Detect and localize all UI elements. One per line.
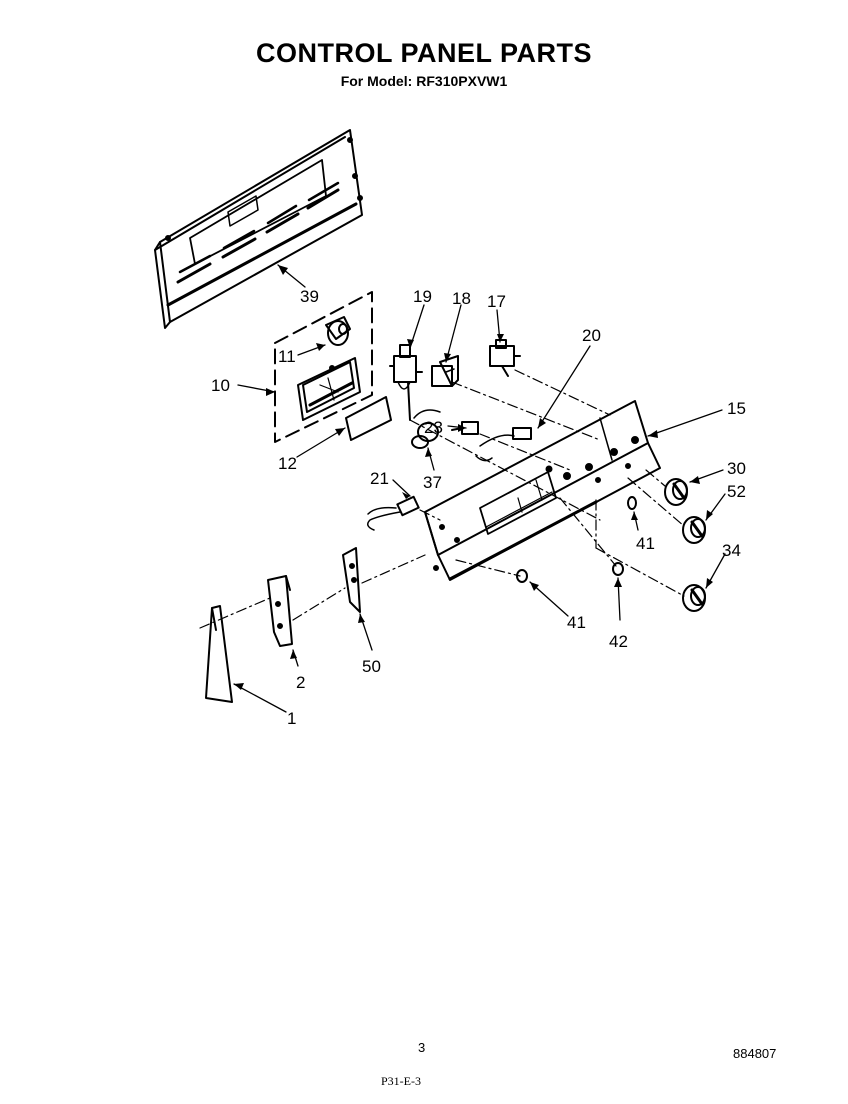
part-19-switch [389,344,423,421]
part-52-knob [682,516,706,544]
callout-23: 23 [424,418,443,437]
part-50-bracket [342,547,361,613]
part-42-bushing [612,562,624,576]
part-15-control-panel [424,400,661,581]
callout-19: 19 [413,287,432,306]
callout-30: 30 [727,459,746,478]
callout-42: 42 [609,632,628,651]
part-18-switch [431,355,459,387]
reference-code: P31-E-3 [381,1074,421,1088]
callout-20: 20 [582,326,601,345]
assembly-lines [199,369,685,629]
callout-18: 18 [452,289,471,308]
part-10-clock-assembly [274,291,392,443]
leader-arrowheads [234,265,713,690]
callout-21: 21 [370,469,389,488]
callout-17: 17 [487,292,506,311]
model-label: For Model: [340,73,413,89]
part-34-knob [682,584,706,612]
callout-labels: 39 11 10 12 19 18 17 20 15 23 37 21 30 5… [211,287,746,728]
callout-2: 2 [296,673,305,692]
callout-15: 15 [727,399,746,418]
model-subtitle: For Model:RF310PXVW1 [0,73,848,89]
callout-50: 50 [362,657,381,676]
callout-37: 37 [423,473,442,492]
document-number: 884807 [733,1046,777,1061]
part-37-connector [411,409,441,449]
part-41-bushing-upper [627,496,637,510]
page-title: CONTROL PANEL PARTS [255,38,593,68]
part-39-back-panel [154,129,363,329]
part-1-side-trim [205,605,233,703]
callout-39: 39 [300,287,319,306]
part-21-lamp-socket [367,495,420,531]
page-number: 3 [418,1040,426,1055]
callout-11: 11 [278,347,296,366]
callout-52: 52 [727,482,746,501]
model-number: RF310PXVW1 [416,73,508,89]
part-2-end-cap [267,575,293,647]
callout-10: 10 [211,376,230,395]
part-30-knob [664,478,688,506]
part-41-bushing-lower [516,569,528,583]
callout-41-lower: 41 [567,613,586,632]
part-11-clock-knob [325,316,351,346]
callout-34: 34 [722,541,741,560]
callout-1: 1 [287,709,296,728]
part-20-wire-harness [475,427,532,462]
part-12-clock-lens [345,396,392,441]
callout-41-upper: 41 [636,534,655,553]
callout-12: 12 [278,454,297,473]
